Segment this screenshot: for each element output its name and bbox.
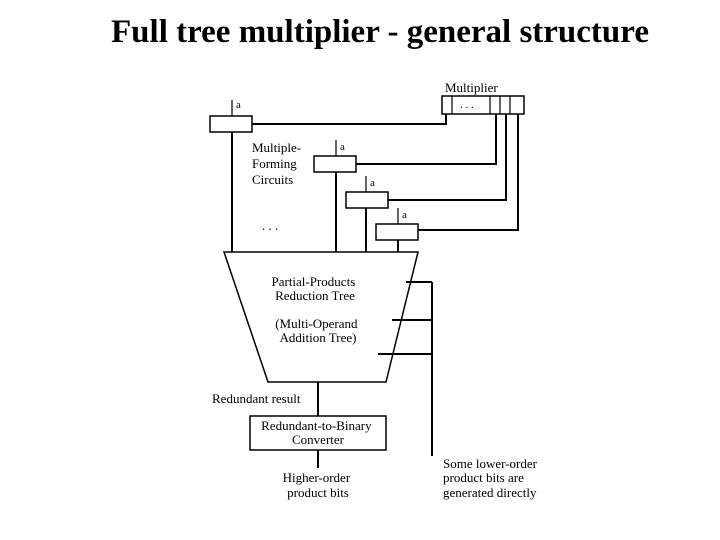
mfc-label: Multiple- Forming Circuits [252,140,304,187]
wire-bit-2 [356,114,497,165]
operand-label-3: a [370,177,375,189]
multiplier-dots: . . . [460,99,474,111]
ellipsis: . . . [262,218,278,233]
operand-label-2: a [340,141,345,153]
converter-box [249,415,387,451]
operand-label-4: a [402,209,407,221]
lower-label: Some lower-order product bits are genera… [443,456,540,500]
mfc-box-1: a [209,99,253,133]
higher-label: Higher-order product bits [283,470,354,500]
tree-label: Partial-Products Reduction Tree [271,274,358,303]
page-title: Full tree multiplier - general structure [111,14,649,50]
converter-label: Redundant-to-Binary Converter [261,418,375,447]
wire-bit-1 [252,114,447,125]
wire-bit-3 [388,114,507,201]
operand-label-1: a [236,99,241,111]
wire-bit-4 [418,114,519,231]
mfc-box-4: a [375,208,419,241]
tree-sublabel: (Multi-Operand Addition Tree) [275,316,361,345]
multiplier-register: . . . [441,95,525,115]
mfc-box-2: a [313,140,357,173]
multiplier-label: Multiplier [445,80,498,95]
mfc-box-3: a [345,176,389,209]
reduction-tree [222,251,419,383]
redundant-label: Redundant result [212,391,301,406]
